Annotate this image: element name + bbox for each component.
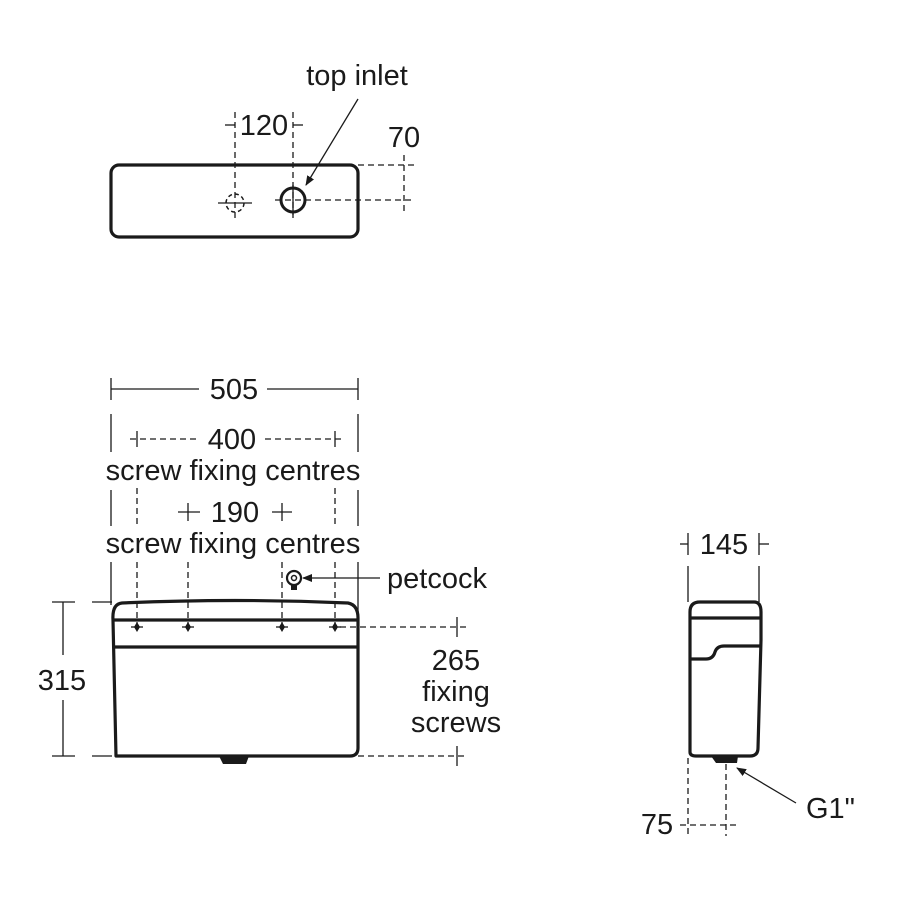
top-view: 120 70 top inlet: [109, 60, 420, 239]
dim-fixing-screws: 265: [432, 645, 480, 677]
screw-centres-inner-caption: screw fixing centres: [106, 528, 361, 560]
petcock-icon: [285, 569, 303, 590]
fixing-screw-icon: [182, 622, 194, 632]
fixing-screws-caption-1: fixing: [422, 676, 490, 708]
dim-screw-centres-outer: 400: [208, 424, 256, 456]
cistern-side-outline: [688, 600, 763, 758]
dim-depth: 145: [700, 529, 748, 561]
callout-arrow-icon: [305, 98, 359, 186]
outlet-icon: [711, 756, 738, 763]
dim-inlet-offset: 70: [388, 122, 420, 154]
fixing-screw-icon: [131, 622, 143, 632]
outlet-icon: [219, 756, 249, 764]
outlet-size-label: G1": [806, 793, 855, 825]
dim-overall-width: 505: [210, 374, 258, 406]
side-view: 145 75 G1": [641, 529, 855, 841]
screw-centres-outer-caption: screw fixing centres: [106, 455, 361, 487]
alt-inlet-icon: [218, 193, 252, 213]
petcock-label: petcock: [387, 563, 487, 595]
fixing-screw-icon: [329, 622, 341, 632]
dim-height: 315: [38, 665, 86, 697]
body-step-line: [691, 644, 761, 661]
fixing-screw-icon: [276, 622, 288, 632]
top-inlet-label: top inlet: [306, 60, 408, 92]
front-view: 505 400 screw fixing centres 190 screw f…: [38, 374, 501, 766]
cistern-front-outline: [111, 598, 360, 758]
dim-inlet-spacing: 120: [240, 110, 288, 142]
fixing-screws-caption-2: screws: [411, 707, 501, 739]
outlet-arrow-icon: [736, 767, 797, 804]
top-inlet-icon: [275, 185, 414, 215]
dim-screw-centres-inner: 190: [211, 497, 259, 529]
dim-outlet-offset: 75: [641, 809, 673, 841]
